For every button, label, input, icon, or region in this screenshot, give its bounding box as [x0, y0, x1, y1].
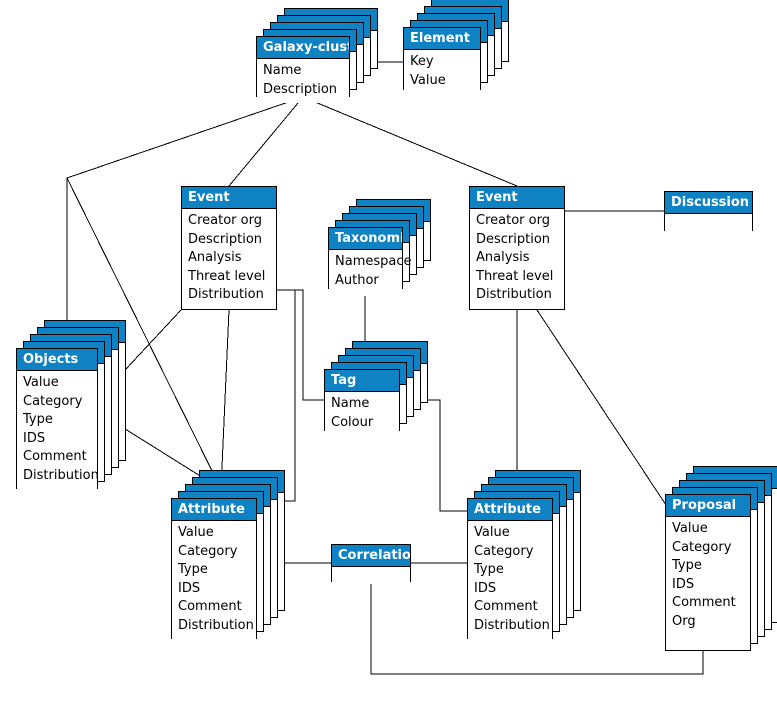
uml-attribute: Name — [331, 396, 370, 411]
uml-attribute: Value — [672, 521, 708, 536]
uml-class-box[interactable]: Discussion — [664, 191, 753, 231]
uml-attribute: Key — [410, 54, 434, 69]
uml-attribute: IDS — [672, 576, 695, 592]
uml-attribute: Distribution — [23, 467, 99, 483]
uml-attribute: Description — [188, 231, 263, 247]
uml-attribute: Category — [23, 393, 83, 409]
uml-attribute: Comment — [672, 595, 736, 610]
uml-attribute: Author — [335, 272, 379, 288]
uml-attribute: Description — [263, 81, 338, 97]
uml-attribute: Category — [474, 543, 534, 559]
uml-class-taxonomies[interactable]: TaxonomiesNamespaceAuthor — [328, 199, 431, 294]
uml-attribute: Value — [178, 525, 214, 540]
uml-class-title: Tag — [325, 370, 399, 392]
uml-attribute: Comment — [23, 449, 87, 464]
uml-class-title: Correlation — [332, 545, 410, 567]
uml-class-box[interactable]: Correlation — [331, 544, 411, 584]
uml-class-galaxy-cluster[interactable]: Galaxy-clusterNameDescription — [256, 8, 378, 103]
uml-attribute: Name — [263, 63, 302, 78]
uml-attribute: Value — [23, 375, 59, 390]
uml-attribute: IDS — [474, 580, 497, 596]
uml-attribute: Category — [672, 539, 732, 555]
uml-attribute: Type — [474, 562, 504, 577]
uml-attribute: Value — [474, 525, 510, 540]
uml-class-title: Event — [182, 187, 276, 209]
uml-attribute: Analysis — [188, 250, 242, 265]
uml-attribute: Value — [410, 72, 446, 88]
uml-attribute: Type — [672, 558, 702, 573]
uml-class-title: Discussion — [665, 192, 752, 214]
uml-class-title: Event — [470, 187, 564, 209]
uml-class-discussion[interactable]: Discussion — [664, 191, 753, 231]
uml-attribute: Threat level — [476, 268, 554, 284]
uml-attribute: Description — [476, 231, 551, 247]
uml-class-box[interactable]: TaxonomiesNamespaceAuthor — [328, 227, 412, 294]
uml-attribute: Threat level — [188, 268, 266, 284]
uml-attribute: Category — [178, 543, 238, 559]
uml-class-attributes — [332, 567, 410, 584]
uml-attribute: Distribution — [474, 617, 550, 633]
uml-attribute: IDS — [23, 430, 46, 446]
uml-attribute: Org — [672, 613, 696, 629]
uml-attribute: Type — [178, 562, 208, 577]
uml-attribute: Comment — [178, 599, 242, 614]
uml-attribute: Distribution — [188, 287, 264, 302]
uml-class-title: Objects — [17, 349, 97, 371]
uml-attribute: Comment — [474, 599, 538, 614]
uml-attribute: Colour — [331, 414, 374, 430]
uml-attribute: Creator org — [476, 213, 550, 228]
uml-class-title: Taxonomies — [329, 228, 402, 250]
uml-class-box[interactable]: Galaxy-clusterNameDescription — [256, 36, 350, 103]
uml-class-title: Attribute — [172, 499, 256, 521]
uml-attribute: Namespace — [335, 254, 412, 269]
uml-class-title: Element — [404, 28, 480, 50]
uml-attribute: Distribution — [476, 287, 552, 302]
uml-attribute: IDS — [178, 580, 201, 596]
uml-attribute: Type — [23, 412, 53, 427]
uml-class-attributes — [665, 214, 752, 231]
uml-class-title: Galaxy-cluster — [257, 37, 349, 59]
uml-attribute: Analysis — [476, 250, 530, 265]
uml-class-correlation[interactable]: Correlation — [331, 544, 411, 584]
uml-class-title: Attribute — [468, 499, 552, 521]
uml-attribute: Creator org — [188, 213, 262, 228]
uml-class-title: Proposal — [666, 495, 750, 517]
uml-attribute: Distribution — [178, 617, 254, 633]
